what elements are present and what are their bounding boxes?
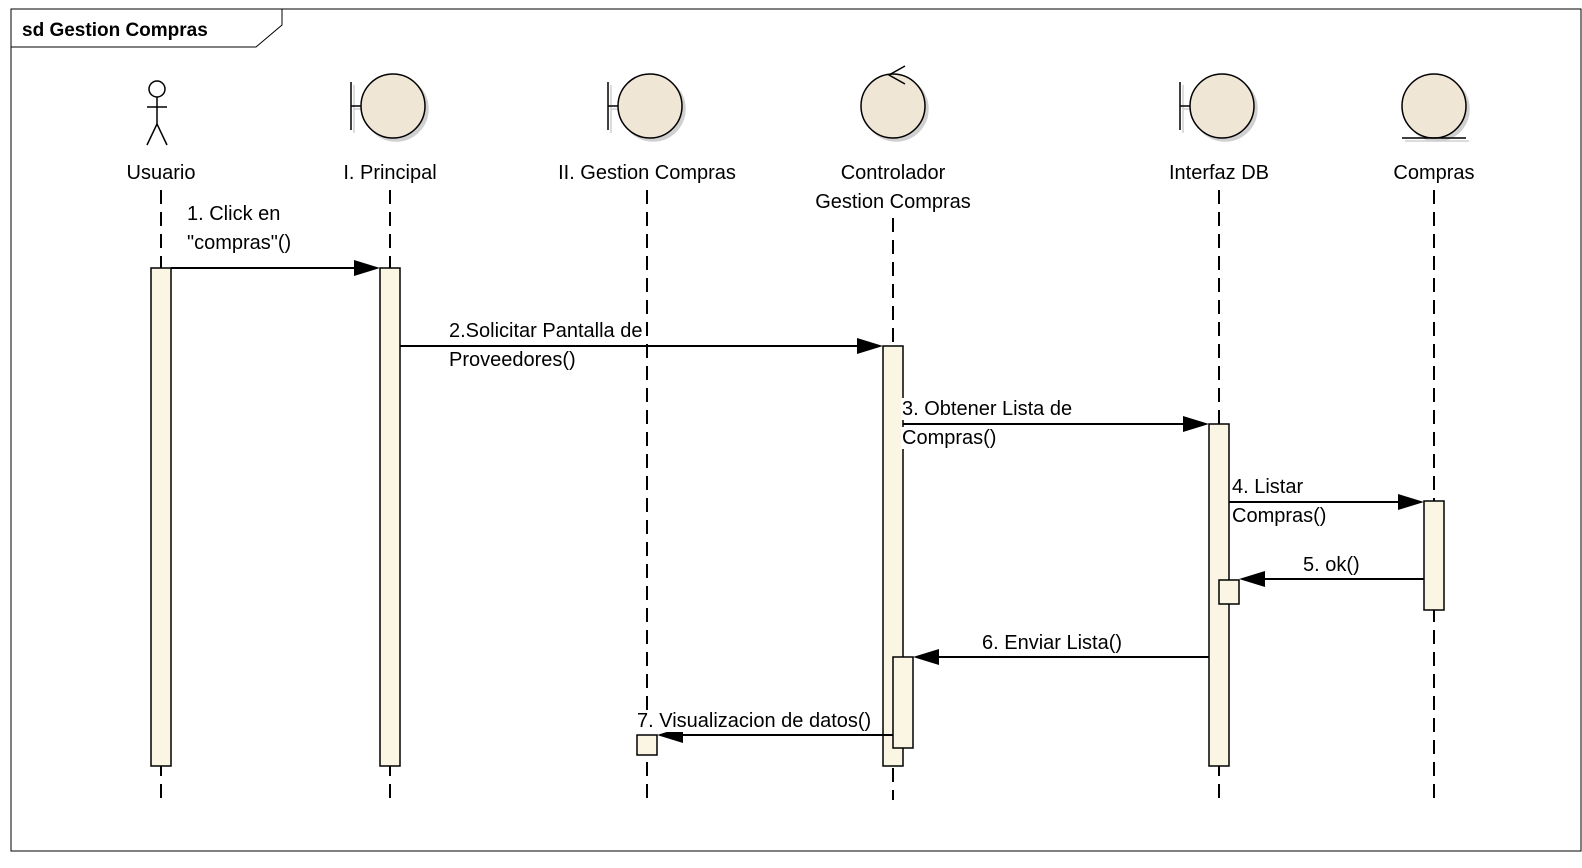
activation-bar-gestion [636,734,658,756]
message-label-m5: 5. ok() [1303,554,1360,576]
frame-title: sd Gestion Compras [22,20,208,41]
control-icon [860,65,929,142]
lifeline-header-principal: I. Principal [343,73,437,184]
lifeline-headers-layer: Usuario I. Principal II. Gestion Compras Co… [127,65,1475,213]
message-label-bg [186,203,282,225]
message-label-m2: 2.Solicitar Pantalla de [449,320,642,342]
lifeline-header-usuario: Usuario [127,80,196,184]
lifeline-label-controlador: Gestion Compras [815,191,971,213]
message-label-m1: "compras"() [187,232,291,254]
actor-icon [146,80,168,146]
message-m2: 2.Solicitar Pantalla de Proveedores() [400,320,883,371]
diagram-frame [10,8,1582,852]
message-label-m4: 4. Listar [1232,476,1303,498]
arrowhead-icon [1239,571,1265,587]
message-m3: 3. Obtener Lista de Compras() [901,398,1209,449]
message-label-bg [186,232,293,254]
arrowhead-icon [354,260,380,276]
frame-title-tab [10,8,283,48]
message-label-m2: Proveedores() [449,349,576,371]
boundary-icon [1179,73,1258,142]
arrowhead-icon [857,338,883,354]
lifeline-label-interfazdb: Interfaz DB [1169,162,1269,184]
message-label-bg [901,398,1074,420]
message-label-bg [448,320,644,342]
messages-layer: 1. Click en "compras"() 2.Solicitar Pantal… [171,203,1424,743]
control-arrow-icon [887,65,906,85]
activation-bar-compras [1423,500,1445,611]
message-label-bg [636,710,873,732]
activation-bar-principal [379,267,401,767]
message-label-bg [1302,554,1361,576]
message-label-m7: 7. Visualizacion de datos() [637,710,871,732]
lifeline-label-controlador: Controlador [841,162,946,184]
message-label-bg [448,349,577,371]
message-label-m3: Compras() [902,427,996,449]
message-label-m6: 6. Enviar Lista() [982,632,1122,654]
activations-layer [150,267,1445,767]
message-label-bg [981,632,1124,654]
arrowhead-icon [913,649,939,665]
message-label-bg [901,427,998,449]
message-label-bg [1231,505,1328,527]
lifeline-header-gestion: II. Gestion Compras [558,73,736,184]
message-label-m1: 1. Click en [187,203,280,225]
message-label-bg [1231,476,1305,498]
message-m6: 6. Enviar Lista() [913,632,1209,665]
activation-bar-usuario [150,267,172,767]
boundary-icon [350,73,429,142]
boundary-icon [607,73,686,142]
activation-bar-interfazdb [1218,579,1240,605]
message-label-m4: Compras() [1232,505,1326,527]
activation-bar-controlador [892,656,914,749]
message-m7: 7. Visualizacion de datos() [636,710,893,743]
lifeline-label-principal: I. Principal [343,162,436,184]
arrowhead-icon [1398,494,1424,510]
message-label-m3: 3. Obtener Lista de [902,398,1072,420]
lifeline-header-interfazdb: Interfaz DB [1169,73,1269,184]
lifeline-label-compras: Compras [1393,162,1474,184]
entity-icon [1401,73,1470,142]
lifeline-header-compras: Compras [1393,73,1475,184]
arrowhead-icon [1183,416,1209,432]
message-m5: 5. ok() [1239,554,1424,587]
lifeline-label-gestion: II. Gestion Compras [558,162,736,184]
lifeline-label-usuario: Usuario [127,162,196,184]
message-m1: 1. Click en "compras"() [171,203,380,276]
